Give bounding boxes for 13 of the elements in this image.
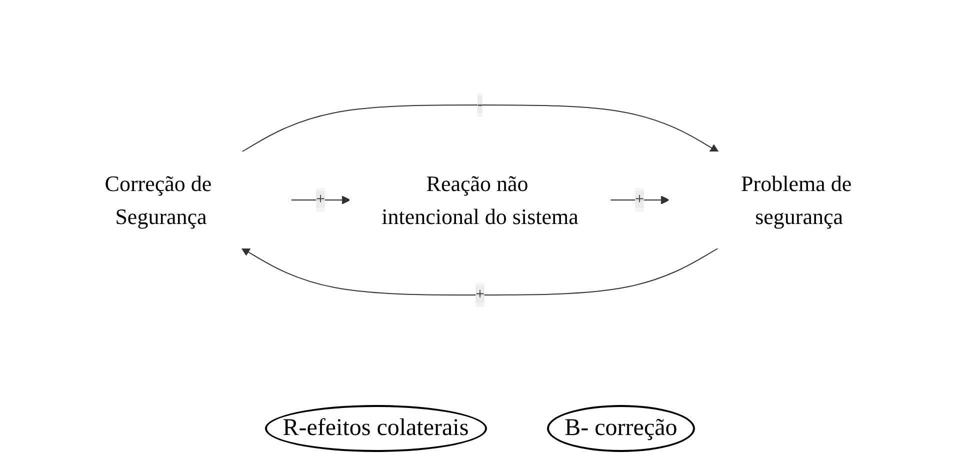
node-text: Reação não intencional do sistema bbox=[382, 171, 578, 229]
arrow bbox=[610, 196, 670, 204]
edge-label: + bbox=[475, 286, 485, 303]
edge-label: + bbox=[316, 191, 325, 208]
node-text: Problema de segurança bbox=[740, 171, 852, 229]
loop-label: R-efeitos colaterais bbox=[264, 405, 487, 452]
loop-label: B- correção bbox=[546, 405, 696, 452]
arrow bbox=[290, 196, 350, 204]
arrow bbox=[241, 248, 719, 296]
edge-label: - bbox=[477, 96, 483, 113]
node-text: Correção de Segurança bbox=[104, 171, 212, 229]
arrow bbox=[241, 104, 719, 152]
edge-label: + bbox=[635, 191, 644, 208]
